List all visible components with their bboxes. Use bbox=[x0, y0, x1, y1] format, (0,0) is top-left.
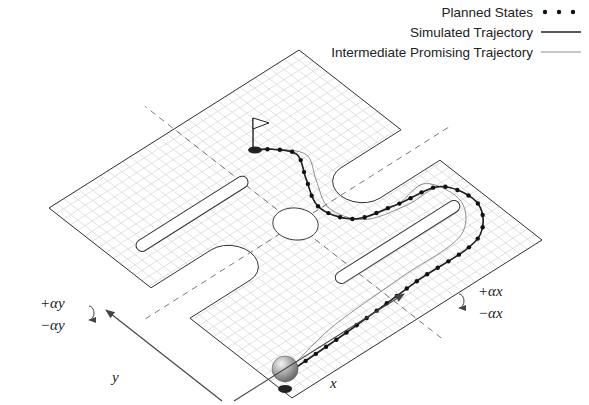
legend-sample bbox=[539, 6, 583, 18]
legend-sample bbox=[539, 26, 583, 38]
maze-wall bbox=[142, 182, 242, 245]
maze-wall bbox=[341, 206, 454, 277]
legend-entry: Simulated Trajectory bbox=[331, 22, 583, 42]
rotation-arrow bbox=[89, 306, 94, 320]
board-grid bbox=[49, 50, 542, 398]
legend: Planned StatesSimulated TrajectoryInterm… bbox=[331, 2, 583, 62]
rotation-label: +αy bbox=[40, 296, 65, 311]
legend-entry: Intermediate Promising Trajectory bbox=[331, 42, 583, 62]
simulated-trajectory bbox=[255, 149, 483, 375]
intermediate-trajectory bbox=[255, 149, 483, 375]
axis-arrow bbox=[106, 310, 222, 401]
rotation-arrow bbox=[459, 294, 464, 308]
rotation-label: +αx bbox=[478, 284, 503, 299]
start-marker bbox=[278, 385, 292, 393]
axis-label: y bbox=[112, 370, 119, 385]
axis-arrow bbox=[234, 294, 404, 401]
intermediate-trajectory bbox=[255, 149, 466, 375]
rotation-label: −αy bbox=[40, 318, 65, 333]
legend-text: Simulated Trajectory bbox=[410, 25, 533, 40]
board-ground bbox=[49, 50, 542, 398]
planned-states bbox=[253, 147, 485, 377]
center-hole bbox=[273, 208, 318, 240]
rotation-label: −αx bbox=[478, 306, 503, 321]
axis-label: x bbox=[330, 376, 337, 391]
legend-text: Intermediate Promising Trajectory bbox=[331, 45, 533, 60]
board-outline bbox=[49, 50, 542, 398]
legend-text: Planned States bbox=[441, 5, 533, 20]
goal-flag bbox=[248, 118, 269, 154]
legend-entry: Planned States bbox=[331, 2, 583, 22]
legend-sample bbox=[539, 46, 583, 58]
